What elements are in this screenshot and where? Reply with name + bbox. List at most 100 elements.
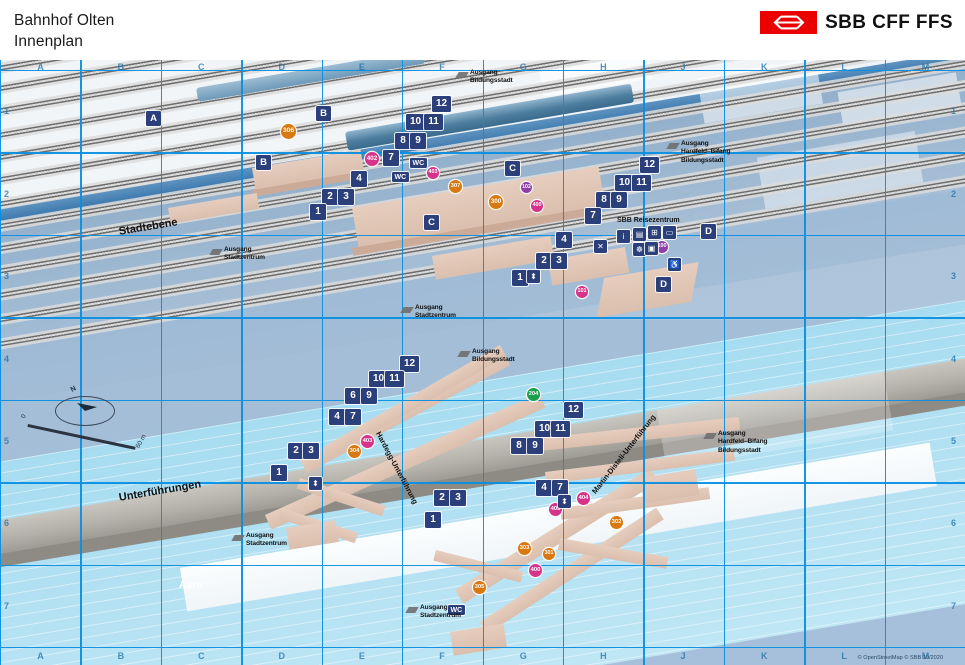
sector-marker-D[interactable]: D <box>656 277 671 292</box>
platform-marker-2[interactable]: 2 <box>434 490 450 506</box>
platform-marker-3[interactable]: 3 <box>551 253 567 269</box>
info-icon[interactable]: i <box>617 230 630 243</box>
exit-label-line: Stadtzentrum <box>415 312 456 320</box>
facility-marker-300[interactable]: 300 <box>489 195 503 209</box>
sbb-arrow-icon <box>760 11 818 34</box>
platform-marker-9[interactable]: 9 <box>410 133 426 149</box>
exit-label-line: Ausgang <box>470 69 498 76</box>
no-entry-icon[interactable]: ✕ <box>594 240 607 253</box>
sector-marker-D[interactable]: D <box>701 224 716 239</box>
platform-marker-12[interactable]: 12 <box>432 96 451 112</box>
platform-marker-2[interactable]: 2 <box>322 189 338 205</box>
platform-marker-7[interactable]: 7 <box>345 409 361 425</box>
platform-marker-11[interactable]: 11 <box>385 371 404 387</box>
compass-rose: N <box>55 385 117 426</box>
platform-marker-10[interactable]: 10 <box>615 175 634 191</box>
bike-icon[interactable]: ☸ <box>633 243 646 256</box>
facility-marker-400[interactable]: 400 <box>531 200 543 212</box>
exit-label-line: Ausgang <box>246 532 274 539</box>
platform-marker-1[interactable]: 1 <box>271 465 287 481</box>
facility-marker-306[interactable]: 306 <box>281 124 296 139</box>
platform-marker-3[interactable]: 3 <box>338 189 354 205</box>
scale-bar: 0 60 m <box>20 413 148 458</box>
facility-marker-304[interactable]: 304 <box>348 445 361 458</box>
platform-marker-6[interactable]: 6 <box>345 388 361 404</box>
facility-marker-403[interactable]: 403 <box>361 435 374 448</box>
ticket-icon[interactable]: ▤ <box>633 228 646 241</box>
facility-marker-403[interactable]: 403 <box>427 167 439 179</box>
facility-marker-305[interactable]: 305 <box>473 581 486 594</box>
title-station-name: Bahnhof Olten <box>14 12 115 29</box>
platform-marker-1[interactable]: 1 <box>425 512 441 528</box>
facility-marker-307[interactable]: 307 <box>449 180 462 193</box>
facility-marker-204[interactable]: 204 <box>527 388 540 401</box>
sector-marker-A[interactable]: A <box>146 111 161 126</box>
platform-marker-10[interactable]: 10 <box>535 421 554 437</box>
platform-marker-2[interactable]: 2 <box>536 253 552 269</box>
platform-marker-9[interactable]: 9 <box>611 192 627 208</box>
sector-marker-C[interactable]: C <box>424 215 439 230</box>
platform-marker-4[interactable]: 4 <box>556 232 572 248</box>
platform-marker-10[interactable]: 10 <box>369 371 388 387</box>
platform-marker-11[interactable]: 11 <box>424 114 443 130</box>
facility-marker-402[interactable]: 402 <box>365 152 379 166</box>
platform-marker-8[interactable]: 8 <box>395 133 411 149</box>
lift-icon[interactable]: ⬍ <box>309 477 322 490</box>
platform-marker-4[interactable]: 4 <box>329 409 345 425</box>
platform-marker-9[interactable]: 9 <box>527 438 543 454</box>
wc-marker[interactable]: WC <box>448 605 465 615</box>
platform-marker-7[interactable]: 7 <box>552 480 568 496</box>
exit-label-line: Ausgang <box>718 430 746 437</box>
exit-label-line: Ausgang <box>415 304 443 311</box>
platform-marker-4[interactable]: 4 <box>536 480 552 496</box>
exit-label-line: Bildungsstadt <box>470 77 513 85</box>
platform-marker-3[interactable]: 3 <box>450 490 466 506</box>
platform-marker-7[interactable]: 7 <box>383 150 399 166</box>
facility-marker-400[interactable]: 400 <box>529 564 542 577</box>
map-copyright: © OpenStreetMap © SBB 10/2020 <box>857 655 943 661</box>
lift-icon[interactable]: ⬍ <box>527 270 540 283</box>
exit-label-line: Ausgang <box>472 348 500 355</box>
compass-ring <box>55 396 115 426</box>
sector-marker-C[interactable]: C <box>505 161 520 176</box>
platform-marker-10[interactable]: 10 <box>406 114 425 130</box>
platform-marker-8[interactable]: 8 <box>511 438 527 454</box>
facility-marker-303[interactable]: 303 <box>518 542 531 555</box>
wc-marker[interactable]: WC <box>392 172 409 182</box>
platform-marker-4[interactable]: 4 <box>351 171 367 187</box>
wheelchair-icon[interactable]: ♿ <box>668 258 681 271</box>
facility-marker-301[interactable]: 301 <box>543 548 555 560</box>
shop-icon[interactable]: ▭ <box>663 226 676 239</box>
lockers-icon[interactable]: ⊞ <box>648 226 661 239</box>
platform-marker-11[interactable]: 11 <box>551 421 570 437</box>
exit-label-line: Bildungsstadt <box>472 356 515 364</box>
platform-marker-7[interactable]: 7 <box>585 208 601 224</box>
wc-marker[interactable]: WC <box>410 158 427 168</box>
platform-marker-2[interactable]: 2 <box>288 443 304 459</box>
atm-icon[interactable]: ▣ <box>645 242 658 255</box>
sector-marker-B[interactable]: B <box>256 155 271 170</box>
facility-marker-101[interactable]: 101 <box>576 286 588 298</box>
platform-marker-12[interactable]: 12 <box>564 402 583 418</box>
platform-marker-9[interactable]: 9 <box>361 388 377 404</box>
facility-marker-404[interactable]: 404 <box>577 492 590 505</box>
facility-marker-302[interactable]: 302 <box>610 516 623 529</box>
facility-marker-102[interactable]: 102 <box>521 182 532 193</box>
sbb-logo-text: SBB CFF FFS <box>825 11 953 33</box>
platform-marker-12[interactable]: 12 <box>400 356 419 372</box>
platform-marker-3[interactable]: 3 <box>303 443 319 459</box>
platform-marker-1[interactable]: 1 <box>512 270 528 286</box>
sector-marker-B[interactable]: B <box>316 106 331 121</box>
platform-marker-12[interactable]: 12 <box>640 157 659 173</box>
platform-marker-11[interactable]: 11 <box>632 175 651 191</box>
platform-marker-1[interactable]: 1 <box>310 204 326 220</box>
sbb-logo: SBB CFF FFS <box>760 11 953 34</box>
exit-label-line: Bildungsstadt <box>718 446 761 454</box>
platform-marker-8[interactable]: 8 <box>596 192 612 208</box>
facility-marker-100[interactable]: 100 <box>656 241 668 253</box>
lift-icon[interactable]: ⬍ <box>558 495 571 508</box>
